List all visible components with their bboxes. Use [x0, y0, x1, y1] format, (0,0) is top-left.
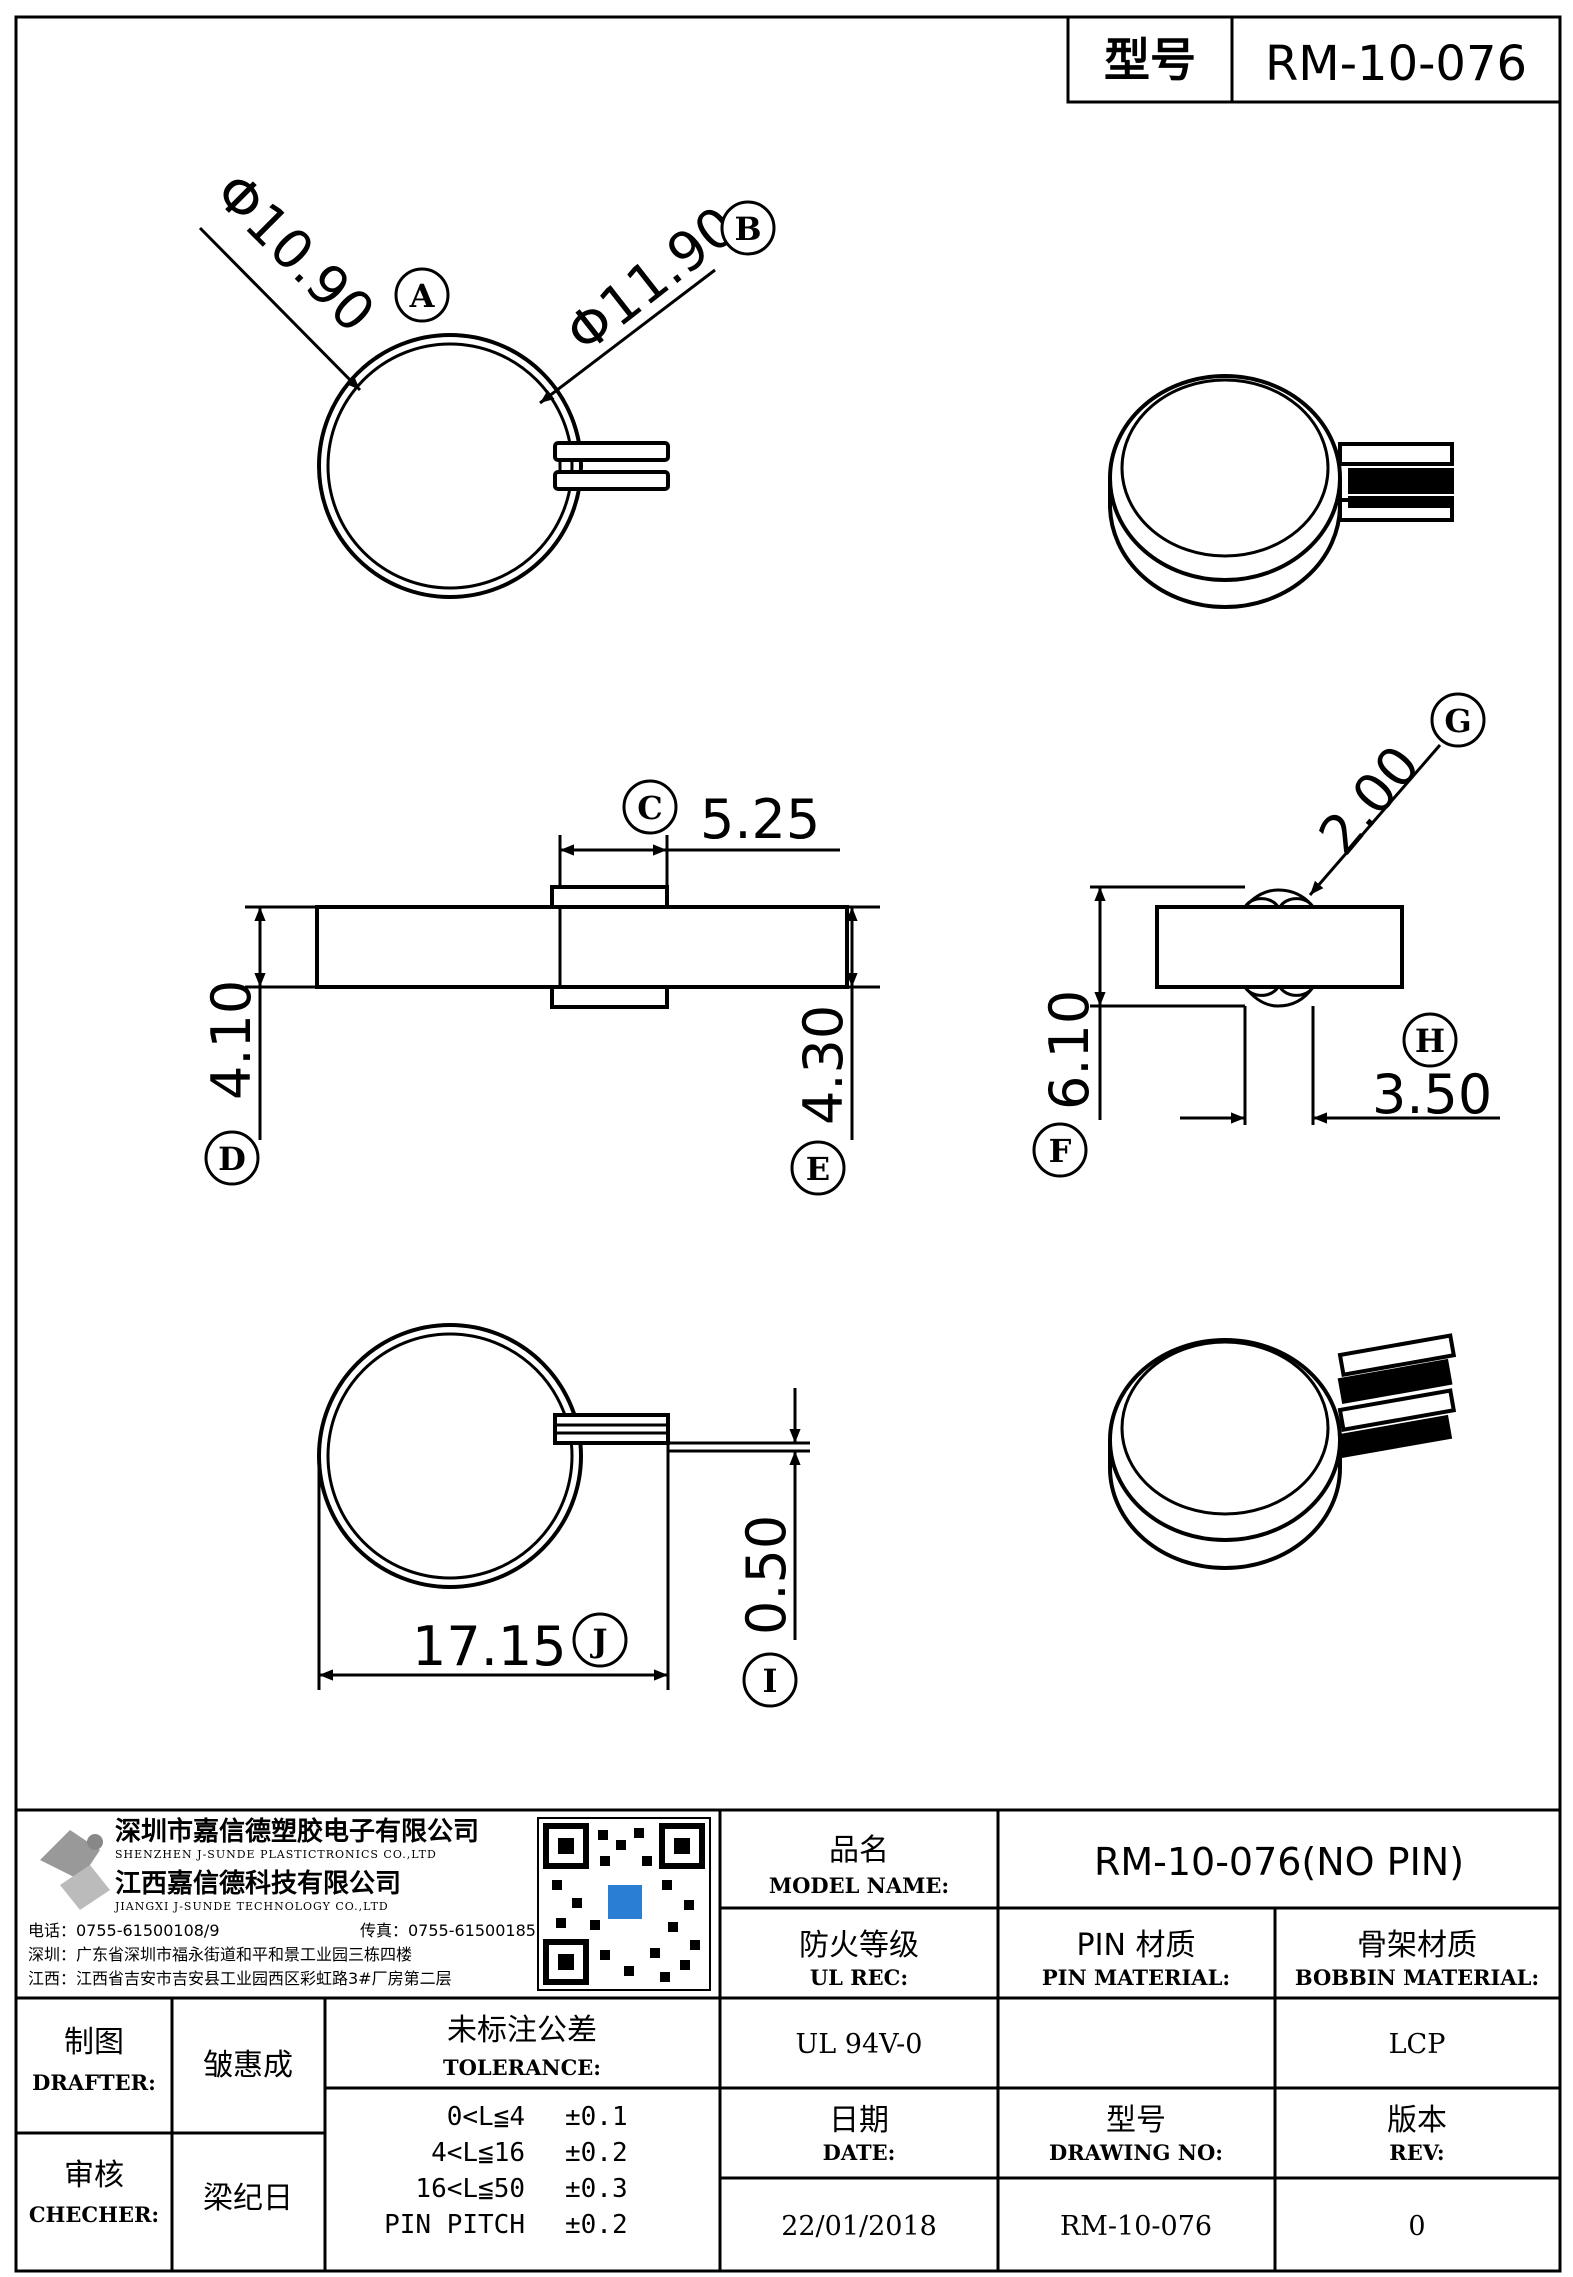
checker-cn: 审核: [64, 2158, 124, 2193]
tolerance-value: ±0.3: [565, 2174, 628, 2204]
tolerance-range: PIN PITCH: [384, 2210, 525, 2240]
checker-en: CHECHER:: [29, 2202, 159, 2227]
dim-H-text: 3.50: [1372, 1063, 1492, 1126]
date-value: 22/01/2018: [781, 2211, 937, 2242]
drafter-cn: 制图: [64, 2025, 124, 2060]
rev-en: REV:: [1389, 2140, 1444, 2165]
company-address-shenzhen: 深圳：广东省深圳市福永街道和平和景工业园三栋四楼: [28, 1945, 412, 1964]
tolerance-range: 4<L≦16: [431, 2138, 525, 2168]
ul-rec-en: UL REC:: [810, 1965, 908, 1990]
qr-code: [537, 1817, 711, 1991]
callout-B: B: [720, 200, 776, 256]
svg-text:B: B: [734, 210, 761, 248]
bobbin-material-en: BOBBIN MATERIAL:: [1295, 1965, 1539, 1990]
callout-D: D: [204, 1130, 260, 1186]
pin-material-cn: PIN 材质: [1077, 1928, 1196, 1963]
tolerance-en: TOLERANCE:: [443, 2055, 601, 2080]
svg-text:I: I: [763, 1662, 778, 1700]
title-block: [16, 1808, 1560, 2271]
dim-C-text: 5.25: [700, 788, 820, 851]
callout-J: J: [572, 1612, 628, 1668]
drafter-value: 皱惠成: [203, 2048, 293, 2083]
bottom-view: [317, 1323, 670, 1589]
header-model-value: RM-10-076: [1265, 36, 1527, 92]
svg-text:G: G: [1444, 702, 1471, 740]
drawing-no-value: RM-10-076: [1060, 2211, 1212, 2242]
company-fax: 传真：0755-61500185: [360, 1921, 536, 1940]
end-view: [1155, 888, 1404, 1008]
bobbin-material-cn: 骨架材质: [1357, 1928, 1477, 1963]
callout-H: H: [1402, 1012, 1458, 1068]
tolerance-value: ±0.1: [565, 2102, 628, 2132]
company-name-cn-1: 深圳市嘉信德塑胶电子有限公司: [115, 1816, 479, 1847]
header-model-label: 型号: [1104, 33, 1196, 87]
top-view: [317, 333, 670, 599]
iso-view-bottom: [1108, 1333, 1457, 1570]
tolerance-range: 0<L≦4: [447, 2102, 525, 2132]
callout-A: A: [394, 267, 450, 323]
dim-G-text: 2.00: [1307, 734, 1433, 867]
model-name-en: MODEL NAME:: [769, 1873, 949, 1898]
dim-F-G-H: [1090, 744, 1500, 1125]
callout-E: E: [790, 1140, 846, 1196]
callout-I: I: [742, 1652, 798, 1708]
drawing-no-en: DRAWING NO:: [1049, 2140, 1223, 2165]
drawing-frame: [14, 15, 1562, 2273]
dim-C-D-E: [245, 835, 880, 1140]
svg-text:H: H: [1415, 1022, 1445, 1060]
model-name-value: RM-10-076(NO PIN): [1094, 1840, 1464, 1884]
svg-text:J: J: [589, 1622, 607, 1660]
company-name-en-2: JIANGXI J-SUNDE TECHNOLOGY CO.,LTD: [114, 1900, 389, 1913]
tolerance-value: ±0.2: [565, 2138, 628, 2168]
model-name-cn: 品名: [829, 1833, 889, 1868]
ul-rec-cn: 防火等级: [799, 1928, 919, 1963]
dim-B-text: Φ11.90: [554, 194, 748, 365]
dim-A-B: Φ10.90 Φ11.90: [198, 161, 748, 405]
pin-material-en: PIN MATERIAL:: [1042, 1965, 1230, 1990]
callout-F: F: [1032, 1122, 1088, 1178]
drawing-no-cn: 型号: [1106, 2103, 1166, 2138]
iso-view-top: [1108, 374, 1454, 609]
rev-cn: 版本: [1387, 2103, 1447, 2138]
tolerance-cn: 未标注公差: [447, 2013, 597, 2048]
dim-D-text: 4.10: [200, 980, 263, 1100]
dim-I-J: [317, 1388, 810, 1690]
company-name-en-1: SHENZHEN J-SUNDE PLASTICTRONICS CO.,LTD: [115, 1848, 437, 1861]
dim-A-text: Φ10.90: [203, 161, 387, 345]
side-view: [315, 885, 849, 1009]
date-en: DATE:: [823, 2140, 896, 2165]
ul-rec-value: UL 94V-0: [796, 2029, 923, 2060]
svg-text:C: C: [637, 789, 662, 827]
dim-F-text: 6.10: [1038, 990, 1101, 1110]
svg-text:E: E: [806, 1150, 830, 1188]
svg-text:D: D: [218, 1140, 246, 1178]
tolerance-value: ±0.2: [565, 2210, 628, 2240]
tolerance-range: 16<L≦50: [415, 2174, 525, 2204]
company-name-cn-2: 江西嘉信德科技有限公司: [115, 1869, 401, 1899]
header-model-box: 型号 RM-10-076: [1066, 15, 1562, 104]
rev-value: 0: [1408, 2211, 1425, 2242]
callout-C: C: [622, 779, 678, 835]
company-address-jiangxi: 江西：江西省吉安市吉安县工业园西区彩虹路3#厂房第二层: [28, 1969, 452, 1988]
bobbin-material-value: LCP: [1389, 2029, 1446, 2060]
callout-G: G: [1430, 692, 1486, 748]
company-phone: 电话：0755-61500108/9: [28, 1921, 220, 1940]
drafter-en: DRAFTER:: [32, 2070, 156, 2095]
svg-text:F: F: [1049, 1132, 1072, 1170]
dim-E-text: 4.30: [792, 1005, 855, 1125]
dim-J-text: 17.15: [412, 1615, 567, 1678]
dim-I-text: 0.50: [735, 1515, 798, 1635]
company-logo: [40, 1830, 110, 1910]
checker-value: 梁纪日: [203, 2181, 293, 2216]
svg-text:A: A: [409, 277, 436, 315]
date-cn: 日期: [829, 2103, 889, 2138]
